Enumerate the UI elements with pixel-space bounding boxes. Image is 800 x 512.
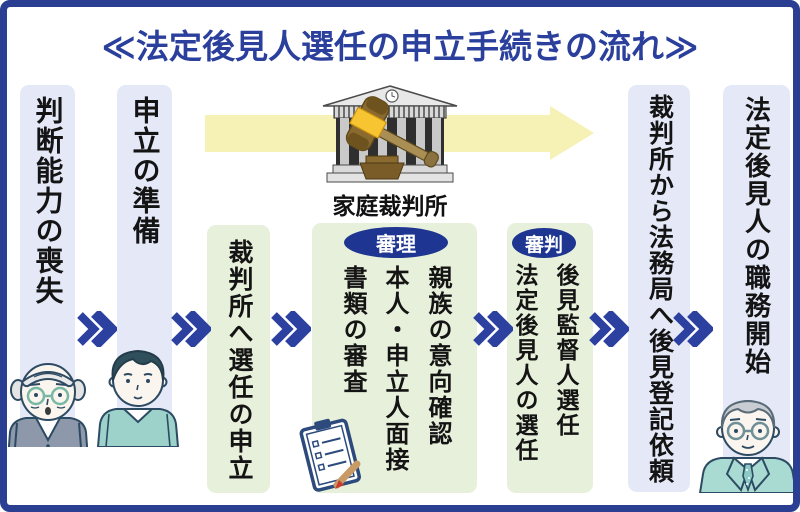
flow-chevron-icon <box>171 309 213 349</box>
step-3-label: 裁判所へ選任の申立 <box>225 239 253 482</box>
page-title: ≪法定後見人選任の申立手続きの流れ≫ <box>101 28 699 65</box>
step-4-item-documents: 書類の審査 <box>339 265 366 395</box>
applicant-person-icon <box>94 344 182 447</box>
guardian-person-icon <box>698 398 798 493</box>
step-4-item-interview: 本人・申立人面接 <box>381 265 408 473</box>
flow-chevron-icon <box>473 309 515 349</box>
step-7-label: 法定後見人の職務開始 <box>741 96 772 376</box>
flow-chevron-icon <box>589 309 631 349</box>
badge-shinri: 審理 <box>344 227 448 258</box>
elderly-person-icon <box>2 360 94 447</box>
step-6-label: 裁判所から法務局へ後見登記依頼 <box>645 94 674 484</box>
step-panel-6: 裁判所から法務局へ後見登記依頼 <box>628 85 690 492</box>
step-4-item-relatives: 親族の意向確認 <box>424 265 451 447</box>
badge-shinpan: 審判 <box>512 228 576 258</box>
step-5-item-guardian: 法定後見人の選任 <box>512 263 538 463</box>
step-1-label: 判断能力の喪失 <box>32 96 64 306</box>
court-label: 家庭裁判所 <box>332 193 448 219</box>
flow-chevron-icon <box>77 309 119 349</box>
step-5-item-supervisor: 後見監督人選任 <box>553 263 579 438</box>
flow-chevron-icon <box>271 309 313 349</box>
step-2-label: 申立の準備 <box>129 96 161 246</box>
gavel-icon <box>345 96 439 168</box>
courthouse-icon <box>322 85 458 183</box>
step-panel-3: 裁判所へ選任の申立 <box>207 225 270 493</box>
timeline-arrowhead-icon <box>550 106 594 160</box>
step-panel-5: 審判 法定後見人の選任 後見監督人選任 <box>507 223 593 493</box>
flow-chevron-icon <box>673 309 715 349</box>
step-panel-7: 法定後見人の職務開始 <box>723 85 790 492</box>
clipboard-checklist-icon <box>299 418 361 492</box>
